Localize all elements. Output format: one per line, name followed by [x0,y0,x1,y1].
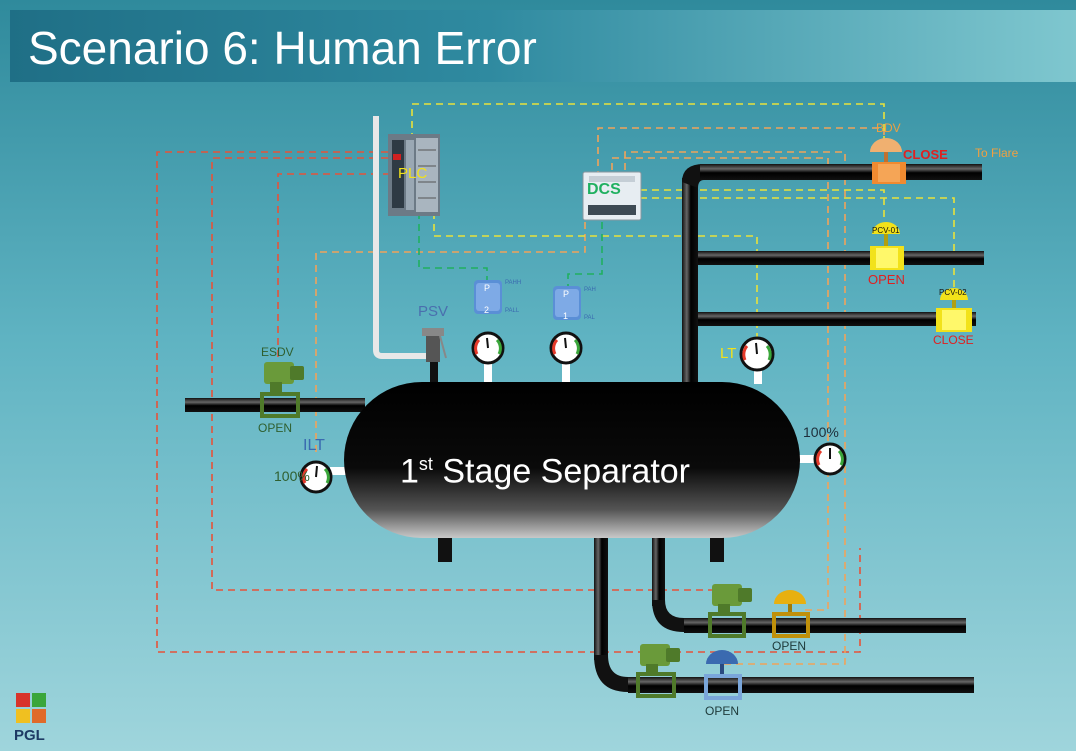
vessel-leg-right [710,536,724,562]
pt2-high-alarm: PAHH [505,280,522,286]
vessel-leg-left [438,536,452,562]
separator-label: 1st Stage Separator [400,440,760,495]
pt2-letter: P [484,283,491,293]
gauge-pt2 [471,331,505,365]
water-valve-state: OPEN [705,704,740,718]
separator-label-text: Stage Separator [432,452,690,491]
esdv-state: OPEN [258,421,293,435]
dcs-line-to-ilt [315,222,586,455]
plc-line-to-lt [433,212,758,338]
title-bar [10,10,1076,82]
plc-line-to-bdv [411,103,885,140]
water-lcv-valve [704,650,742,700]
pcv01-label: PCV-01 [872,226,900,235]
dcs-label: DCS [587,181,621,198]
plc-label: PLC [398,165,428,182]
pt1-low-alarm: PAL [584,315,595,321]
psv-label: PSV [418,303,449,320]
pt2-low-alarm: PALL [505,308,520,314]
water-elbow [594,655,628,692]
gauge-ilt [299,460,333,494]
separator-label-superscript: st [418,454,433,474]
ilt-level: 100% [274,468,310,484]
pt2-number: 2 [484,305,490,315]
esd-line-to-esdv [156,151,861,653]
pcv02-label: PCV-02 [939,288,967,297]
pcv01-pipe [698,251,984,265]
gauge-pt1 [549,331,583,365]
pt1-letter: P [563,289,570,299]
dcs-line-to-bdv [597,127,885,178]
bdv-label: BDV [876,121,901,135]
gauge-level-right [813,442,847,476]
water-sdv-valve [636,644,680,698]
dcs-line-to-oil-lcv [611,157,829,611]
oil-outlet-pipe [684,618,966,633]
pcv02-valve [936,288,972,332]
bdv-valve [870,138,906,184]
oil-lcv-valve [772,590,810,638]
water-outlet-pipe [628,677,974,693]
pcv02-state: CLOSE [933,333,974,347]
lt-level: 100% [803,424,839,440]
plc-cabinet [388,134,440,216]
oil-elbow [652,600,684,632]
oil-sdv-valve [708,584,752,638]
esdv-label: ESDV [261,345,294,359]
pt2-signal-line [418,212,488,282]
oil-outlet-riser [652,536,665,606]
flare-pipe [700,164,982,180]
pcv02-pipe [698,312,976,326]
psv-valve [422,328,447,362]
esd-line-to-inlet [277,173,390,372]
dcs-unit [582,171,642,221]
pressure-transmitter-1 [553,286,581,320]
water-outlet-riser [594,536,608,660]
ilt-label: ILT [303,437,325,454]
lt-label: LT [720,345,737,362]
psv-vent-pipe [373,116,430,359]
inlet-pipe [185,398,365,412]
pgl-logo-text: PGL [14,727,45,744]
oil-valve-state: OPEN [772,639,807,653]
esdv-valve [260,362,304,418]
slide-title: Scenario 6: Human Error [28,22,537,74]
gas-outlet-riser [682,178,698,382]
separator-vessel [344,382,800,538]
pt1-number: 1 [563,311,569,321]
pt1-high-alarm: PAH [584,287,596,293]
pressure-transmitter-2 [474,280,502,314]
gas-riser-elbow [682,164,704,188]
pcv01-state: OPEN [868,272,905,287]
pgl-logo-icon [16,693,46,723]
to-flare-label: To Flare [975,146,1019,160]
separator-label-number: 1 [400,452,419,491]
dcs-line-to-pcv01 [640,189,885,222]
pcv01-valve [870,222,904,270]
gauge-lt [739,336,775,372]
esd-line-to-oil-sdv [211,157,720,591]
bdv-state: CLOSE [903,147,948,162]
pt1-signal-line [567,222,603,288]
